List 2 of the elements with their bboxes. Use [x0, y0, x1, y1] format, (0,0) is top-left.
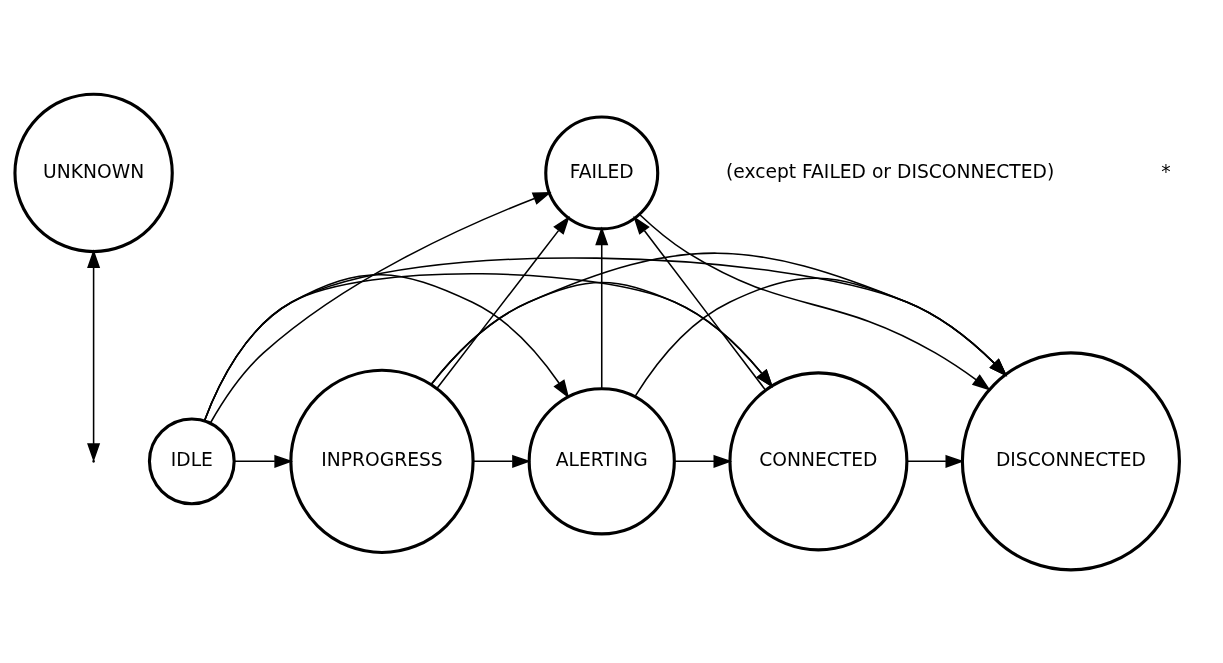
label: *: [1161, 160, 1171, 182]
label: (except FAILED or DISCONNECTED): [725, 160, 1055, 182]
